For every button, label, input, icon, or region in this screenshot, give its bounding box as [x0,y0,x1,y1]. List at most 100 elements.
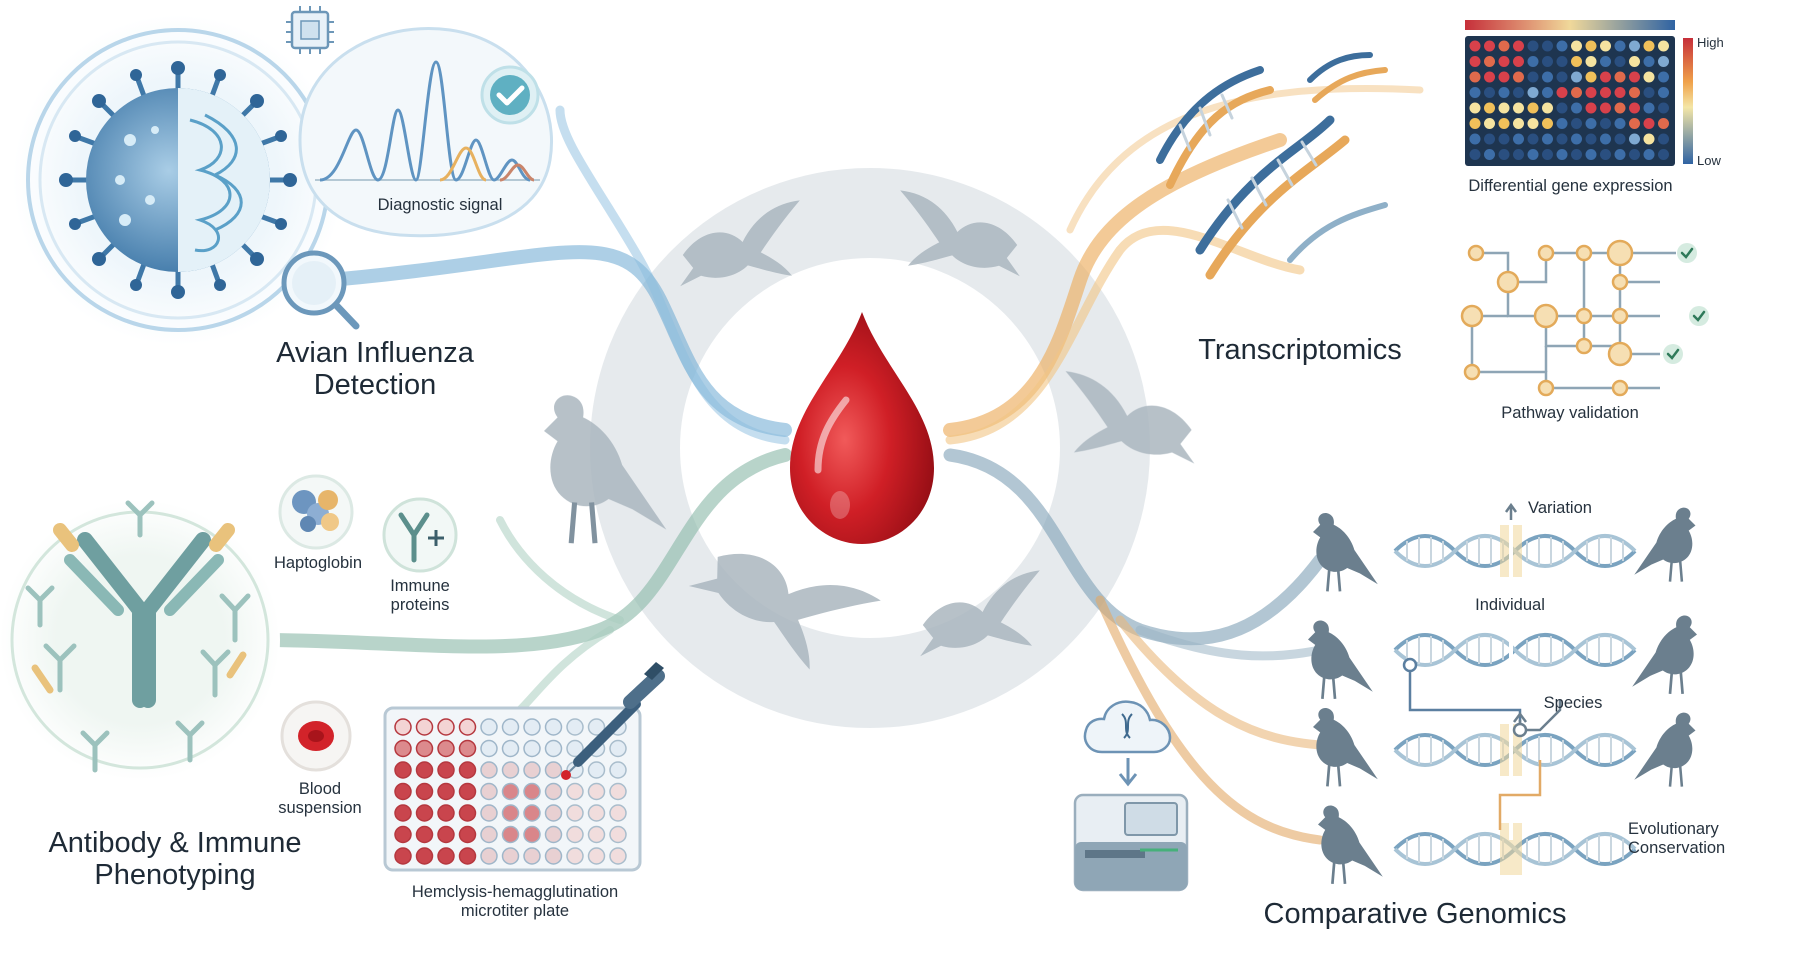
heatmap-cell [1469,133,1481,145]
plate-well [394,847,412,865]
heatmap-cell [1542,87,1553,98]
heatmap-cell [1600,56,1611,67]
plate-well [523,804,541,822]
heatmap-cell [1629,133,1640,145]
antibody-title: Antibody & Immune Phenotyping [20,827,330,891]
heatmap-cell [1527,71,1539,83]
heatmap-cell [1600,102,1611,114]
heatmap-cell [1469,118,1481,129]
plate-well [501,782,520,801]
blood-suspension-line2: suspension [278,799,362,817]
heatmap-cell [1643,118,1655,129]
plate-well [458,718,477,736]
heatmap-cell [1513,71,1524,83]
heatmap-cell [1571,56,1582,67]
heatmap-cell [1484,56,1495,67]
plate-well [415,761,434,779]
heatmap-cell [1600,40,1611,52]
haptoglobin-label: Haptoglobin [273,554,363,572]
heatmap-cell [1498,56,1510,67]
blood-drop-icon [790,312,934,544]
heatmap-cell [1484,149,1495,160]
plate-well [501,718,520,736]
plate-well [458,761,477,779]
heatmap-cell [1556,102,1568,114]
heatmap-high-label: High [1697,35,1724,50]
plate-well [437,761,455,779]
heatmap-cell [1658,149,1669,160]
heatmap-cell [1527,133,1539,145]
plate-well [566,782,584,801]
microtiter-plate-line2: microtiter plate [460,902,570,920]
plate-well [544,718,563,736]
heatmap-cell [1556,56,1568,67]
heatmap-cell [1643,56,1655,67]
heatmap-cell [1658,102,1669,114]
heatmap-cell [1542,133,1553,145]
individual-label: Individual [1475,596,1545,614]
chip-icon [286,6,334,54]
plate-well [501,761,520,779]
heatmap-cell [1542,149,1553,160]
pathway-caption: Pathway validation [1501,404,1639,422]
plate-well [394,739,412,758]
immune-protein-icon [382,497,458,573]
heatmap-cell [1643,149,1655,160]
haptoglobin-icon [278,474,354,550]
heatmap-cell [1585,56,1597,67]
heatmap-cell [1498,87,1510,98]
heatmap-cell [1571,102,1582,114]
heatmap-cell [1542,102,1553,114]
heatmap-cell [1585,40,1597,52]
heatmap-cell [1556,133,1568,145]
heatmap-cell [1484,71,1495,83]
pathway-network-icon [1460,239,1709,397]
microtiter-plate-line1: Hemclysis-hemagglutination [411,883,619,901]
heatmap-cell [1484,40,1495,52]
plate-well [480,718,498,736]
avian-influenza-panel [13,6,553,345]
heatmap-cell [1585,71,1597,83]
plate-well [437,825,455,844]
antibody-title-line2: Phenotyping [94,859,256,891]
plate-well [501,804,520,822]
heatmap-cell [1629,87,1640,98]
plate-well [587,804,606,822]
plate-well [437,718,455,736]
heatmap-cell [1469,40,1481,52]
evolutionary-conservation-line1: Evolutionary [1628,820,1719,838]
heatmap-cell [1527,102,1539,114]
plate-well [523,718,541,736]
plate-well [501,825,520,844]
magnifier-icon [281,250,360,330]
plate-well [394,718,412,736]
plate-well [544,804,563,822]
plate-well [587,761,606,779]
plate-well [415,739,434,758]
heatmap-cell [1600,133,1611,145]
heatmap-cell [1658,87,1669,98]
heatmap-cell [1469,56,1481,67]
heatmap-cell [1571,40,1582,52]
plate-well [587,782,606,801]
plate-well [394,761,412,779]
immune-proteins-label: Immune proteins [370,577,470,615]
heatmap-cell [1527,40,1539,52]
plate-well [437,782,455,801]
plate-well [566,847,584,865]
dna-icon [1156,52,1388,280]
heatmap-low-label: Low [1697,153,1721,168]
variation-label: Variation [1528,499,1592,517]
avian-influenza-title-line1: Avian Influenza [276,337,474,369]
heatmap-cell [1513,102,1524,114]
heatmap-cell [1484,102,1495,114]
plate-well [394,804,412,822]
heatmap-cell [1484,133,1495,145]
plate-well [501,847,520,865]
heatmap-cell [1600,87,1611,98]
heatmap-cell [1585,118,1597,129]
plate-well [415,804,434,822]
heatmap-cell [1629,40,1640,52]
